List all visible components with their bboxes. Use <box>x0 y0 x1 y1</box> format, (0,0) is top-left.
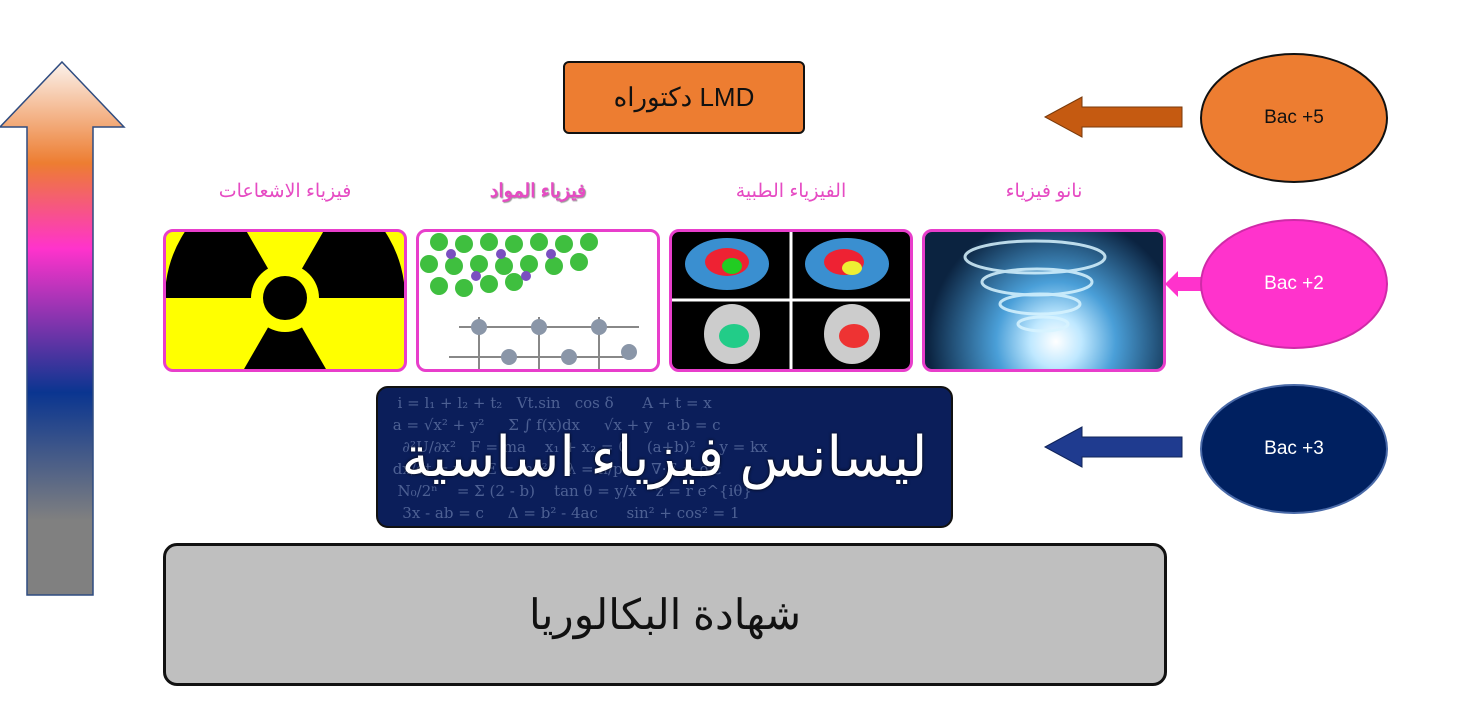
doctorate-box: دكتوراه LMD <box>563 61 805 134</box>
progression-arrow-icon <box>0 60 126 596</box>
specialty-label: فيزياء المواد <box>489 181 587 202</box>
license-box: i = l₁ + l₂ + t₂ Vt.sin cos δ A + t = x … <box>376 386 953 528</box>
arrow-left-icon <box>1043 426 1183 468</box>
arrow-left-icon <box>1165 271 1205 297</box>
level-badge-bac2: Bac +2 <box>1200 219 1388 349</box>
crystal-lattice-image <box>416 229 660 372</box>
specialty-label: الفيزياء الطبية <box>735 181 847 202</box>
nano-physics-image <box>922 229 1166 372</box>
level-badge-bac3: Bac +3 <box>1200 384 1388 514</box>
equations-background: i = l₁ + l₂ + t₂ Vt.sin cos δ A + t = x … <box>392 394 768 522</box>
nano-drill-icon <box>963 239 1107 333</box>
radiation-icon <box>166 232 404 369</box>
lattice-icon <box>420 233 639 369</box>
radiation-image <box>163 229 407 372</box>
baccalaureate-box: شهادة البكالوريا <box>163 543 1167 686</box>
medical-scan-image <box>669 229 913 372</box>
specialty-label: فيزياء الاشعاعات <box>218 181 352 202</box>
license-title: ليسانس فيزياء اساسية <box>401 425 928 488</box>
arrow-left-icon <box>1043 96 1183 138</box>
specialty-label: نانو فيزياء <box>1005 181 1083 202</box>
level-badge-bac5: Bac +5 <box>1200 53 1388 183</box>
scan-icon <box>672 232 910 369</box>
